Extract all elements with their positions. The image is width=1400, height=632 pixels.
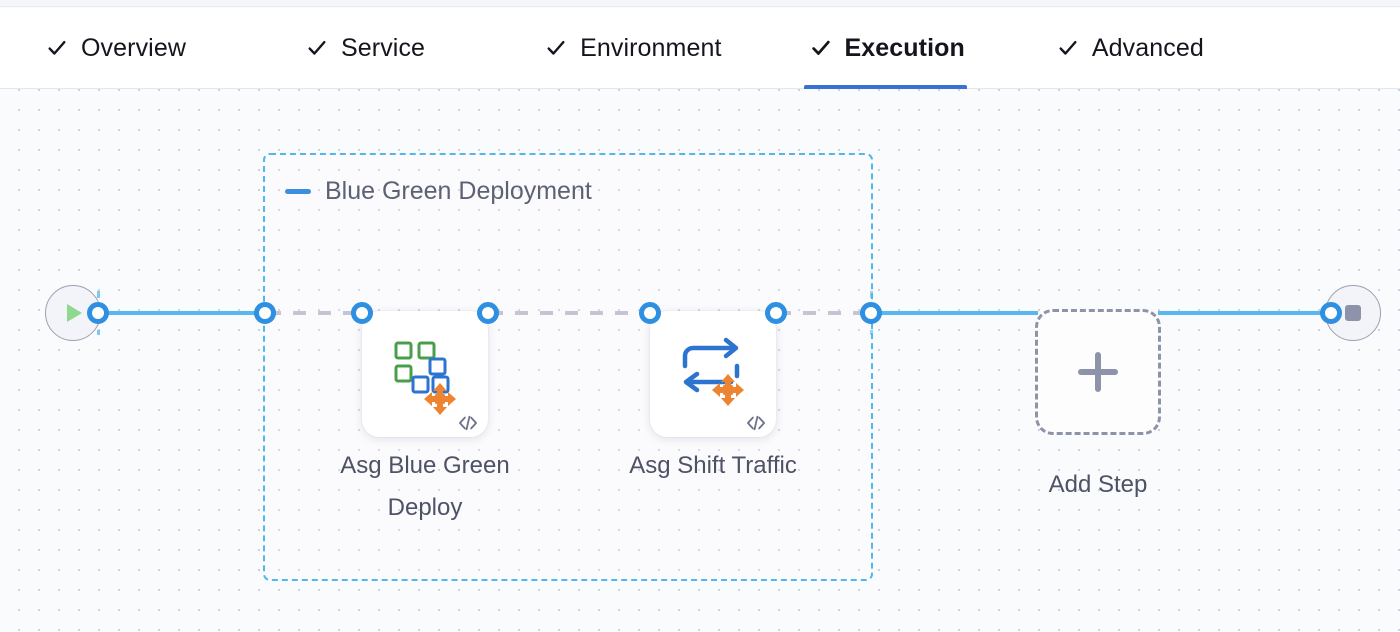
step-node-asg-shift-traffic[interactable] xyxy=(650,311,776,437)
add-step-button[interactable] xyxy=(1035,309,1161,435)
window-top-strip xyxy=(0,0,1400,7)
step-label-asg-blue-green-deploy: Asg Blue Green Deploy xyxy=(340,452,510,521)
stop-icon xyxy=(1345,305,1361,321)
group-title: Blue Green Deployment xyxy=(325,177,592,205)
code-icon xyxy=(459,415,477,431)
connector-dot-end[interactable] xyxy=(1320,302,1342,324)
tab-service[interactable]: Service xyxy=(300,8,447,89)
check-icon xyxy=(1059,40,1077,55)
code-icon xyxy=(747,415,765,431)
tab-active-underline xyxy=(803,84,967,90)
check-icon xyxy=(547,40,565,55)
connector-group-to-add-step xyxy=(872,311,1038,315)
check-icon xyxy=(811,40,830,55)
tab-execution-label: Execution xyxy=(844,33,965,62)
connector-dot-shift-in[interactable] xyxy=(639,302,661,324)
group-header[interactable]: Blue Green Deployment xyxy=(285,179,592,204)
connector-deploy-to-shift xyxy=(490,311,648,315)
play-icon xyxy=(67,304,82,322)
connector-dot-start[interactable] xyxy=(87,302,109,324)
minus-icon[interactable] xyxy=(285,189,311,194)
add-step-label: Add Step xyxy=(1048,471,1148,498)
stage-group-blue-green-deployment[interactable]: Blue Green Deployment xyxy=(263,153,873,581)
tab-advanced-label: Advanced xyxy=(1091,33,1204,62)
wizard-tab-bar: Overview Service Environment Execution xyxy=(0,8,1400,90)
tab-environment-label: Environment xyxy=(580,33,722,62)
asg-blue-green-deploy-icon xyxy=(394,341,456,415)
connector-dot-deploy-in[interactable] xyxy=(351,302,373,324)
tab-execution[interactable]: Execution xyxy=(803,8,987,90)
step-node-asg-blue-green-deploy[interactable] xyxy=(362,311,488,437)
tab-environment[interactable]: Environment xyxy=(539,8,743,89)
connector-shift-to-group-exit xyxy=(778,311,870,315)
check-icon xyxy=(308,40,326,55)
pipeline-canvas[interactable]: Blue Green Deployment xyxy=(0,89,1400,632)
connector-start-to-group xyxy=(99,311,265,315)
asg-shift-traffic-icon xyxy=(682,337,744,406)
tab-service-label: Service xyxy=(341,33,426,62)
connector-dot-deploy-out[interactable] xyxy=(477,302,499,324)
connector-dot-group-exit[interactable] xyxy=(860,302,882,324)
step-label-asg-shift-traffic: Asg Shift Traffic xyxy=(629,452,797,479)
connector-dot-shift-out[interactable] xyxy=(765,302,787,324)
connector-add-step-to-end xyxy=(1158,311,1330,315)
connector-group-entry xyxy=(268,311,360,315)
check-icon xyxy=(48,40,66,55)
tab-overview-label: Overview xyxy=(81,33,186,62)
tab-advanced[interactable]: Advanced xyxy=(1051,8,1226,89)
plus-icon xyxy=(1078,352,1118,392)
tab-overview[interactable]: Overview xyxy=(40,8,208,89)
connector-dot-pre-group[interactable] xyxy=(254,302,276,324)
